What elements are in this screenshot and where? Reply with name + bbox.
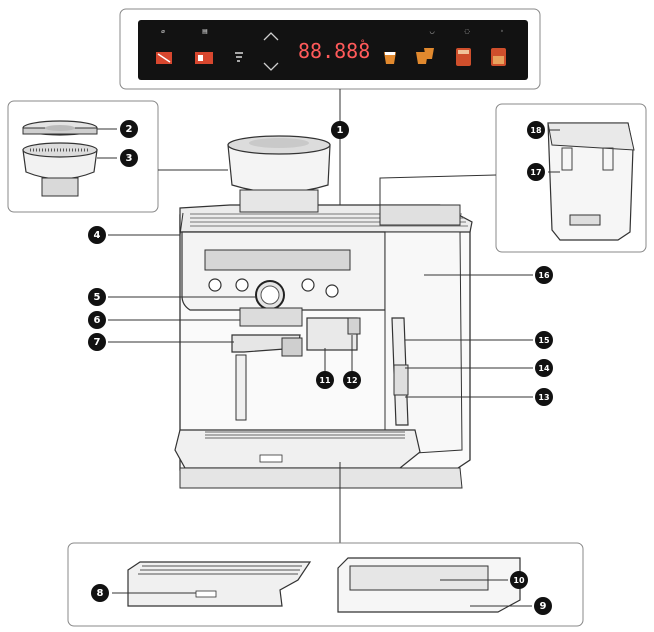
callout-badge-8: 8 (91, 584, 109, 602)
callout-number: 18 (530, 126, 542, 135)
control-panel-display (138, 20, 528, 80)
callout-number: 10 (513, 576, 525, 585)
callout-badge-16: 16 (535, 266, 553, 284)
callout-badge-11: 11 (316, 371, 334, 389)
callout-badge-circle (120, 149, 138, 167)
americano-icon[interactable] (491, 48, 506, 66)
callout-badge-12: 12 (343, 371, 361, 389)
callout-badge-circle (88, 288, 106, 306)
callout-number: 2 (126, 124, 133, 135)
callout-number: 14 (538, 364, 550, 373)
leader-line-tank (379, 174, 497, 205)
callout-badge-circle (527, 121, 545, 139)
callout-number: 5 (94, 292, 101, 303)
callout-badge-circle (88, 226, 106, 244)
callout-number: 4 (94, 230, 101, 241)
callout-number: 3 (126, 153, 133, 164)
callout-badge-6: 6 (88, 311, 106, 329)
callout-badge-circle (88, 333, 106, 351)
callout-badge-circle (510, 571, 528, 589)
double-espresso-icon[interactable] (416, 48, 434, 64)
callout-badge-1: 1 (331, 121, 349, 139)
callout-badge-circle (316, 371, 334, 389)
callout-number: 11 (319, 376, 331, 385)
callout-badge-circle (535, 388, 553, 406)
callout-number: 12 (346, 376, 357, 385)
callout-badge-circle (534, 597, 552, 615)
temp-indicator-icon: ◦ (500, 28, 504, 35)
callout-badge-circle (535, 359, 553, 377)
callout-badge-14: 14 (535, 359, 553, 377)
drip-tray-shape (127, 561, 312, 607)
callout-badge-circle (88, 311, 106, 329)
grind-size-icon[interactable] (156, 52, 172, 64)
machine-button[interactable] (208, 278, 222, 292)
callout-badge-circle (527, 163, 545, 181)
callout-number: 7 (94, 337, 101, 348)
temperature-display: 88.888 (298, 39, 370, 63)
up-arrow-icon[interactable] (263, 32, 279, 41)
callout-badge-17: 17 (527, 163, 545, 181)
callout-badge-circle (120, 120, 138, 138)
callout-badge-18: 18 (527, 121, 545, 139)
callout-number: 13 (538, 393, 549, 402)
callout-badge-10: 10 (510, 571, 528, 589)
callout-badge-9: 9 (534, 597, 552, 615)
machine-display-window (204, 249, 351, 271)
degree-symbol: ° (360, 39, 365, 49)
callout-number: 8 (97, 588, 104, 599)
callout-badge-4: 4 (88, 226, 106, 244)
tamper[interactable] (347, 317, 361, 335)
callout-badge-13: 13 (535, 388, 553, 406)
single-espresso-icon[interactable] (384, 52, 396, 64)
brew-head (239, 307, 303, 327)
callout-number: 9 (540, 601, 547, 612)
machine-button[interactable] (301, 278, 315, 292)
machine-button[interactable] (235, 278, 249, 292)
callout-badge-circle (535, 331, 553, 349)
callout-badge-3: 3 (120, 149, 138, 167)
callout-number: 17 (530, 168, 541, 177)
down-arrow-icon[interactable] (263, 62, 279, 71)
cup-indicator-icon: ◡ (429, 28, 434, 35)
grind-amount-indicator-icon: ▤ (202, 28, 208, 35)
callout-badge-circle (331, 121, 349, 139)
callout-number: 1 (337, 125, 344, 136)
callout-number: 15 (538, 336, 550, 345)
machine-button[interactable] (325, 284, 339, 298)
grind-size-indicator-icon: ⌀ (161, 28, 165, 35)
callout-number: 6 (94, 315, 101, 326)
filter-icon[interactable] (235, 52, 243, 62)
machine-drip-tray (174, 429, 421, 469)
callout-badge-5: 5 (88, 288, 106, 306)
water-indicator-icon: ◌ (464, 28, 469, 35)
grind-amount-icon[interactable] (195, 52, 213, 64)
callout-badge-15: 15 (535, 331, 553, 349)
callout-badge-circle (535, 266, 553, 284)
hot-water-icon[interactable] (456, 48, 471, 66)
callout-badge-7: 7 (88, 333, 106, 351)
callout-number: 16 (538, 271, 550, 280)
callout-badge-circle (343, 371, 361, 389)
callout-badge-2: 2 (120, 120, 138, 138)
callout-badge-circle (91, 584, 109, 602)
